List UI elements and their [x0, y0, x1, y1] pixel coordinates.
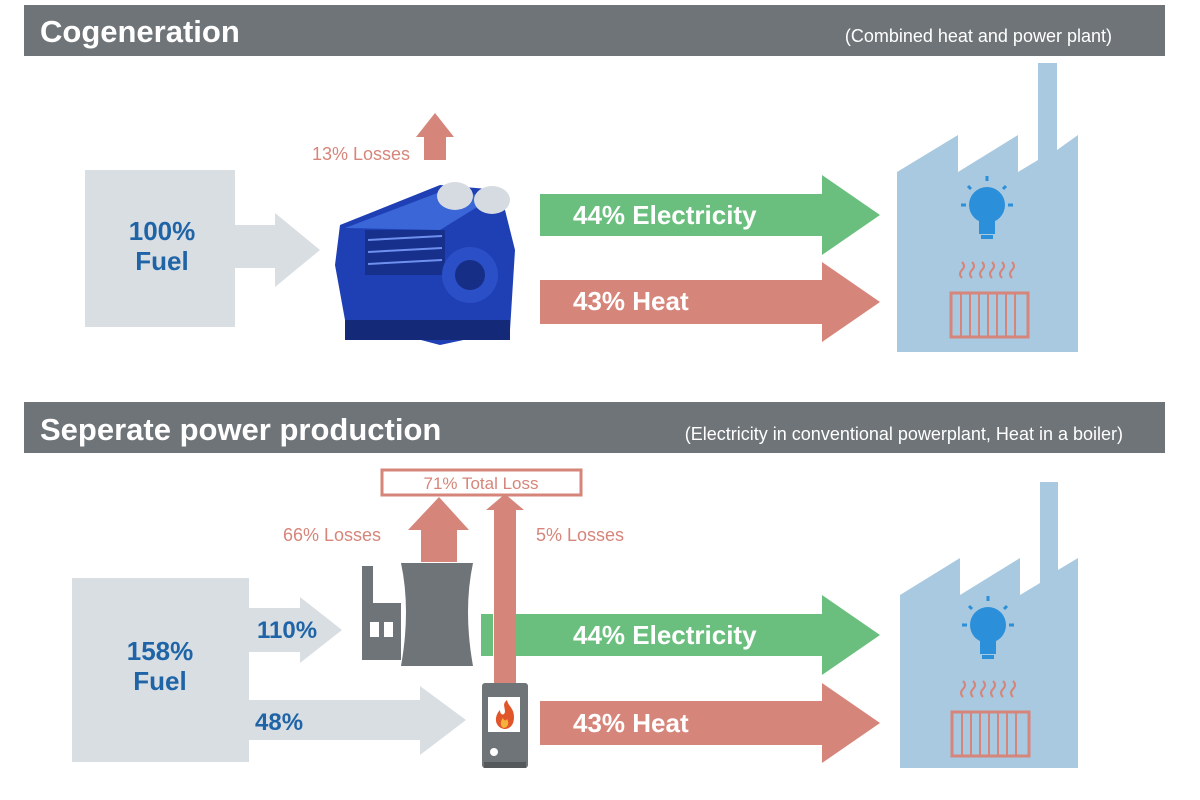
power-plant-icon — [362, 563, 473, 666]
plant-loss-arrow — [408, 497, 469, 562]
cogeneration-heat-arrow — [540, 262, 880, 342]
separate-title: Seperate power production — [40, 412, 441, 447]
plant-fuel-percent: 110% — [257, 617, 317, 644]
cogeneration-fuel-percent: 100% — [129, 216, 196, 246]
total-loss-box — [380, 468, 583, 497]
separate-electricity-arrow — [513, 595, 880, 675]
radiator-icon — [950, 680, 1031, 758]
separate-fuel-box — [72, 578, 249, 762]
separate-fuel-percent: 158% — [127, 636, 194, 666]
cogeneration-title: Cogeneration — [40, 14, 240, 49]
boiler-fuel-percent: 48% — [255, 709, 303, 736]
cogeneration-electricity-label: 44% Electricity — [573, 200, 757, 230]
engine-icon — [335, 182, 515, 345]
boiler-fuel-arrow — [249, 686, 466, 755]
cogeneration-fuel-arrow — [235, 213, 320, 287]
cogeneration-losses-label: 13% Losses — [312, 144, 410, 164]
separate-fuel-label: Fuel — [133, 666, 186, 696]
separate-electricity-stub — [481, 614, 493, 656]
separate-electricity-label: 44% Electricity — [573, 620, 757, 650]
radiator-icon — [949, 261, 1030, 339]
separate-header-bar — [24, 402, 1165, 453]
light-bulb-icon — [962, 596, 1014, 659]
light-bulb-icon — [961, 176, 1013, 239]
cogeneration-electricity-arrow — [540, 175, 880, 255]
boiler-losses-label: 5% Losses — [536, 525, 624, 545]
cogeneration-fuel-label: Fuel — [135, 246, 188, 276]
plant-losses-label: 66% Losses — [283, 525, 381, 545]
separate-heat-arrow — [540, 683, 880, 763]
separate-header: Seperate power production (Electricity i… — [24, 402, 1165, 453]
cogeneration-loss-arrow — [416, 113, 454, 160]
separate-subtitle: (Electricity in conventional powerplant,… — [685, 424, 1123, 444]
separate-heat-label: 43% Heat — [573, 708, 689, 738]
cogeneration-header: Cogeneration (Combined heat and power pl… — [24, 5, 1165, 56]
cogeneration-fuel-box — [85, 170, 235, 327]
fire-icon — [495, 700, 514, 729]
cogeneration-subtitle: (Combined heat and power plant) — [845, 26, 1112, 46]
total-loss-label: 71% Total Loss — [424, 474, 539, 493]
boiler-loss-arrow — [486, 494, 524, 683]
cogeneration-header-bar — [24, 5, 1165, 56]
plant-fuel-arrow — [249, 597, 342, 663]
cogeneration-heat-label: 43% Heat — [573, 286, 689, 316]
